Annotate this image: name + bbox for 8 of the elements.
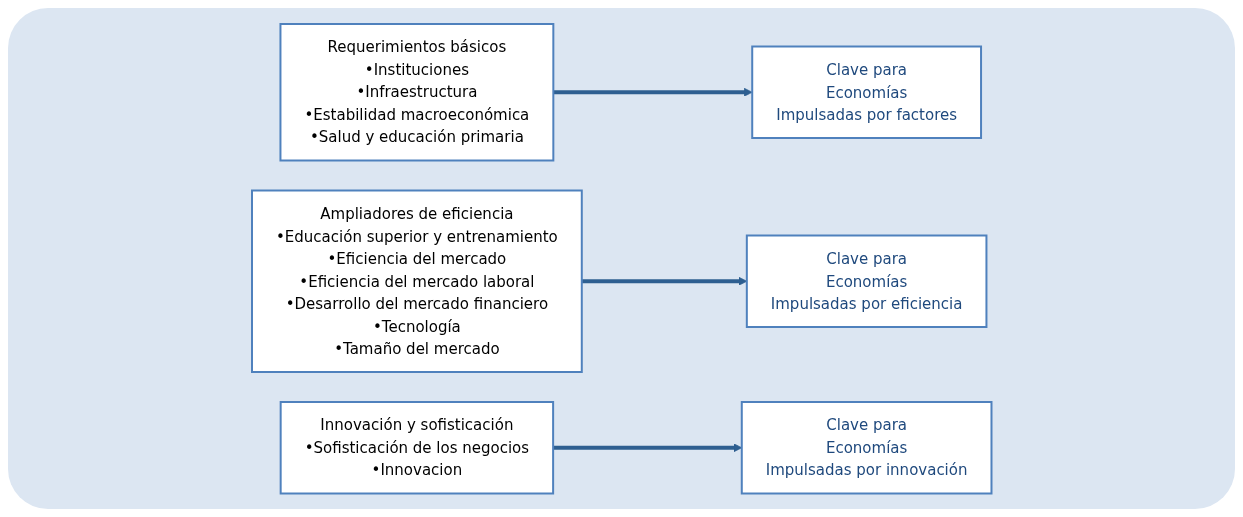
node-box: Clave para Economías Impulsadas por innovación [740,400,993,495]
node-box: Clave para Economías Impulsadas por eficiencia [745,234,988,328]
node-box: Clave para Economías Impulsadas por factores [750,45,982,139]
node-box: Innovación y sofisticación •Sofisticación de los negocios •Innovacion [279,400,554,495]
node-box: Ampliadores de eficiencia •Educación superior y entrenamiento •Eficiencia del mercado •Eficiencia del mercado laboral •Desarrollo del mercado financiero •Tecnología •Tamaño del mercado [250,189,583,373]
arrow [552,443,742,452]
arrow [581,276,747,286]
node-box: Requerimientos básicos •Instituciones •Infraestructura •Estabilidad macroeconómica •Salud y educación primaria [279,22,555,162]
